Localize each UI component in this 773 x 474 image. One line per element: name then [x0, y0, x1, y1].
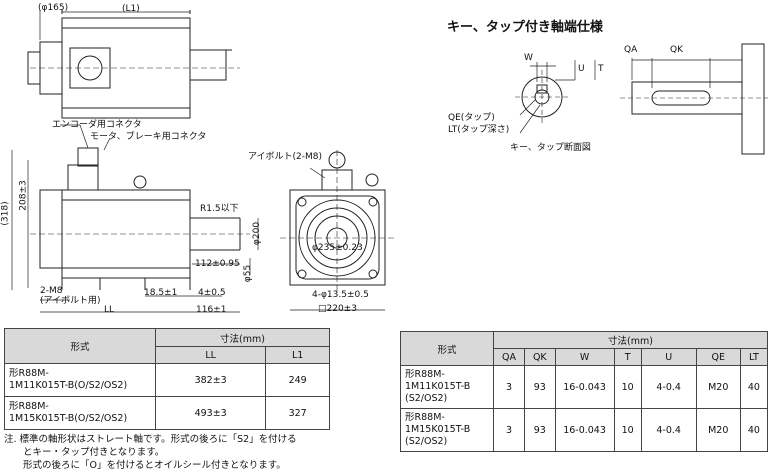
table-row: 形R88M- 1M15K015T-B (S2/OS2) 3 93 16-0.04… [400, 408, 769, 452]
t-cell: 10 [613, 408, 642, 452]
col-LL: LL [154, 346, 267, 364]
col-T: T [613, 348, 642, 366]
col-QK: QK [524, 348, 556, 366]
lt-cell: 40 [739, 365, 769, 409]
dim-LT: LT(タップ深さ) [448, 125, 510, 135]
key-section-label: キー、タップ断面図 [510, 143, 591, 153]
col-W: W [554, 348, 615, 366]
motor-side-view [11, 124, 259, 313]
dim-QE: QE(タップ) [448, 113, 495, 123]
dimension-header: 寸法(mm) [493, 331, 768, 349]
eyebolt-label: アイボルト(2-M8) [248, 152, 323, 162]
u-cell: 4-0.4 [640, 408, 697, 452]
ll-cell: 493±3 [154, 396, 267, 430]
dim-208: 208±3 [18, 180, 29, 211]
col-LT: LT [739, 348, 769, 366]
encoder-connector-label: エンコーダ用コネクタ [52, 120, 142, 130]
dim-QK: QK [670, 45, 683, 55]
dim-116: 116±1 [196, 305, 227, 315]
table-row: 形R88M- 1M11K015T-B(O/S2/OS2) 382±3 249 [4, 363, 330, 397]
l1-cell: 327 [265, 396, 330, 430]
dim-dia165: (φ165) [38, 3, 69, 13]
dimension-table-key: 形式 寸法(mm) QA QK W T U QE LT 形R88M- 1M11K… [400, 331, 769, 452]
dimension-table-ll-l1: 形式 寸法(mm) LL L1 形R88M- 1M11K015T-B(O/S2/… [4, 328, 330, 430]
model-cell: 形R88M- 1M15K015T-B(O/S2/OS2) [4, 396, 156, 430]
footnote-line: とキー・タップ付きとなります。 [4, 447, 165, 458]
dim-220: □220±3 [318, 304, 357, 314]
motor-brake-connector-label: モータ、ブレーキ用コネクタ [90, 132, 207, 142]
dim-eyebolt-use: (アイボルト用) [40, 296, 101, 306]
col-QA: QA [492, 348, 526, 366]
qa-cell: 3 [492, 408, 526, 452]
dim-dia200: φ200 [252, 221, 263, 246]
l1-cell: 249 [265, 363, 330, 397]
dim-W: W [524, 53, 533, 63]
qa-cell: 3 [492, 365, 526, 409]
table-row: 形R88M- 1M11K015T-B (S2/OS2) 3 93 16-0.04… [400, 365, 769, 409]
key-tap-drawing [515, 43, 768, 155]
dim-T: T [598, 64, 604, 74]
key-tap-title: キー、タップ付き軸端仕様 [447, 20, 603, 35]
dim-U: U [578, 64, 585, 74]
w-cell: 16-0.043 [554, 408, 615, 452]
dim-dia55: φ55 [243, 264, 254, 283]
motor-front-view [280, 150, 395, 311]
col-U: U [640, 348, 697, 366]
footnote-line: 注. 標準の軸形状はストレート軸です。形式の後ろに「S2」を付ける [4, 434, 297, 445]
qk-cell: 93 [524, 365, 556, 409]
u-cell: 4-0.4 [640, 365, 697, 409]
motor-top-view [27, 10, 240, 119]
model-header: 形式 [4, 328, 156, 364]
footnote-line: 形式の後ろに「O」を付けるとオイルシール付きとなります。 [4, 460, 286, 471]
w-cell: 16-0.043 [554, 365, 615, 409]
model-header: 形式 [400, 331, 494, 366]
model-cell: 形R88M- 1M11K015T-B (S2/OS2) [400, 365, 494, 409]
technical-drawing [11, 10, 768, 313]
dim-112: 112±0.95 [195, 259, 240, 269]
dim-318: (318) [0, 201, 11, 226]
qe-cell: M20 [695, 365, 741, 409]
dim-R15: R1.5以下 [200, 204, 239, 214]
dim-QA: QA [624, 45, 638, 55]
dim-18-5: 18.5±1 [144, 288, 178, 298]
lt-cell: 40 [739, 408, 769, 452]
model-cell: 形R88M- 1M11K015T-B(O/S2/OS2) [4, 363, 156, 397]
dimension-header: 寸法(mm) [155, 328, 330, 347]
ll-cell: 382±3 [154, 363, 267, 397]
col-QE: QE [695, 348, 741, 366]
col-L1: L1 [265, 346, 330, 364]
qe-cell: M20 [695, 408, 741, 452]
dim-holes: 4-φ13.5±0.5 [312, 290, 369, 300]
dim-4: 4±0.5 [198, 288, 226, 298]
dim-2-M8: 2-M8 [40, 286, 63, 296]
table-row: 形R88M- 1M15K015T-B(O/S2/OS2) 493±3 327 [4, 396, 330, 430]
qk-cell: 93 [524, 408, 556, 452]
dim-L1: (L1) [122, 4, 140, 14]
dim-LL: LL [104, 305, 115, 315]
t-cell: 10 [613, 365, 642, 409]
dim-dia235: φ235±0.23 [312, 243, 363, 253]
model-cell: 形R88M- 1M15K015T-B (S2/OS2) [400, 408, 494, 452]
footnote: 注. 標準の軸形状はストレート軸です。形式の後ろに「S2」を付ける とキー・タッ… [4, 433, 297, 472]
